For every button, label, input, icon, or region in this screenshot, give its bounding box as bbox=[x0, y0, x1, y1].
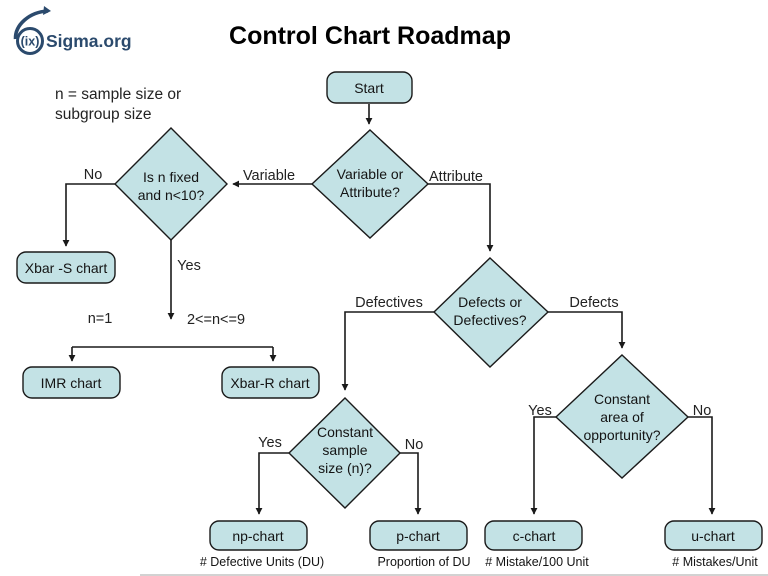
defects-defectives-diamond bbox=[432, 257, 550, 368]
np-chart-label: np-chart bbox=[232, 528, 283, 544]
label-yes-area: Yes bbox=[528, 403, 552, 419]
constant-sample-size-line2: sample bbox=[322, 442, 367, 458]
node-is-n-fixed: Is n fixed and n<10? bbox=[114, 127, 228, 241]
constant-area-line2: area of bbox=[600, 409, 644, 425]
sample-size-note: n = sample size or subgroup size bbox=[55, 86, 181, 123]
node-defects-or-defectives: Defects or Defectives? bbox=[432, 257, 550, 368]
node-np-chart: np-chart # Defective Units (DU) bbox=[200, 520, 324, 569]
node-constant-sample-size: Constant sample size (n)? bbox=[288, 397, 401, 509]
c-chart-box bbox=[484, 520, 583, 551]
variable-attribute-diamond bbox=[310, 129, 430, 239]
constant-sample-size-line3: size (n)? bbox=[318, 460, 372, 476]
start-box bbox=[326, 71, 413, 104]
node-u-chart: u-chart # Mistakes/Unit bbox=[664, 520, 763, 569]
constant-area-line3: opportunity? bbox=[583, 427, 660, 443]
edge-yes-to-c bbox=[530, 416, 556, 515]
label-defectives: Defectives bbox=[355, 295, 423, 311]
node-xbar-s-chart: Xbar -S chart bbox=[16, 251, 116, 284]
note-line-2: subgroup size bbox=[55, 106, 152, 123]
connectors bbox=[62, 104, 716, 515]
logo-brand-text: Sigma.org bbox=[46, 31, 132, 51]
defects-defectives-line2: Defectives? bbox=[453, 312, 526, 328]
label-yes-sample: Yes bbox=[258, 435, 282, 451]
xbar-s-box bbox=[16, 251, 116, 284]
label-no-fixed: No bbox=[84, 167, 103, 183]
edge-yes-to-np bbox=[255, 452, 289, 515]
label-n-range: 2<=n<=9 bbox=[187, 312, 245, 328]
edge-defects bbox=[548, 311, 626, 349]
edge-labels: Variable Attribute No Yes n=1 2<=n<=9 De… bbox=[84, 167, 712, 453]
imr-label: IMR chart bbox=[41, 375, 102, 391]
label-no-area: No bbox=[693, 403, 712, 419]
np-chart-box bbox=[209, 520, 308, 551]
c-chart-label: c-chart bbox=[513, 528, 556, 544]
xbar-r-label: Xbar-R chart bbox=[230, 375, 309, 391]
np-chart-caption: # Defective Units (DU) bbox=[200, 555, 324, 569]
sixsigma-logo: (ix) Sigma.org bbox=[13, 6, 132, 55]
constant-sample-size-line1: Constant bbox=[317, 424, 373, 440]
p-chart-label: p-chart bbox=[396, 528, 440, 544]
node-imr-chart: IMR chart bbox=[22, 366, 121, 399]
defects-defectives-line1: Defects or bbox=[458, 294, 522, 310]
logo-ix-mark: (ix) bbox=[21, 35, 40, 49]
constant-area-line1: Constant bbox=[594, 391, 650, 407]
u-chart-caption: # Mistakes/Unit bbox=[672, 555, 758, 569]
node-xbar-r-chart: Xbar-R chart bbox=[221, 366, 320, 399]
variable-attribute-line1: Variable or bbox=[337, 166, 404, 182]
label-variable: Variable bbox=[243, 168, 295, 184]
u-chart-label: u-chart bbox=[691, 528, 735, 544]
label-no-sample: No bbox=[405, 437, 424, 453]
edge-no-to-u bbox=[688, 416, 716, 515]
imr-box bbox=[22, 366, 121, 399]
p-chart-caption: Proportion of DU bbox=[377, 555, 470, 569]
page-title: Control Chart Roadmap bbox=[229, 22, 511, 50]
label-yes-fixed: Yes bbox=[177, 258, 201, 274]
node-variable-or-attribute: Variable or Attribute? bbox=[310, 129, 430, 239]
label-defects: Defects bbox=[569, 295, 618, 311]
xbar-s-label: Xbar -S chart bbox=[25, 260, 108, 276]
node-constant-area-of-opportunity: Constant area of opportunity? bbox=[554, 354, 690, 479]
node-start: Start bbox=[326, 71, 413, 104]
variable-attribute-line2: Attribute? bbox=[340, 184, 400, 200]
c-chart-caption: # Mistake/100 Unit bbox=[485, 555, 589, 569]
label-attribute: Attribute bbox=[429, 169, 483, 185]
label-n-equals-1: n=1 bbox=[88, 311, 113, 327]
u-chart-box bbox=[664, 520, 763, 551]
constant-area-diamond bbox=[554, 354, 690, 479]
is-n-fixed-diamond bbox=[114, 127, 228, 241]
is-n-fixed-line1: Is n fixed bbox=[143, 169, 199, 185]
node-p-chart: p-chart Proportion of DU bbox=[369, 520, 471, 569]
constant-sample-size-diamond bbox=[288, 397, 401, 509]
edge-defectives bbox=[341, 311, 434, 391]
start-label: Start bbox=[354, 80, 384, 96]
edge-no-to-p bbox=[400, 452, 422, 515]
node-c-chart: c-chart # Mistake/100 Unit bbox=[484, 520, 589, 569]
edge-no-to-xbar-s bbox=[62, 183, 115, 247]
edge-attribute bbox=[428, 183, 494, 252]
p-chart-box bbox=[369, 520, 468, 551]
logo-swoosh-tip bbox=[43, 6, 51, 15]
note-line-1: n = sample size or bbox=[55, 86, 181, 103]
xbar-r-box bbox=[221, 366, 320, 399]
logo-ring bbox=[16, 27, 44, 55]
is-n-fixed-line2: and n<10? bbox=[138, 187, 205, 203]
